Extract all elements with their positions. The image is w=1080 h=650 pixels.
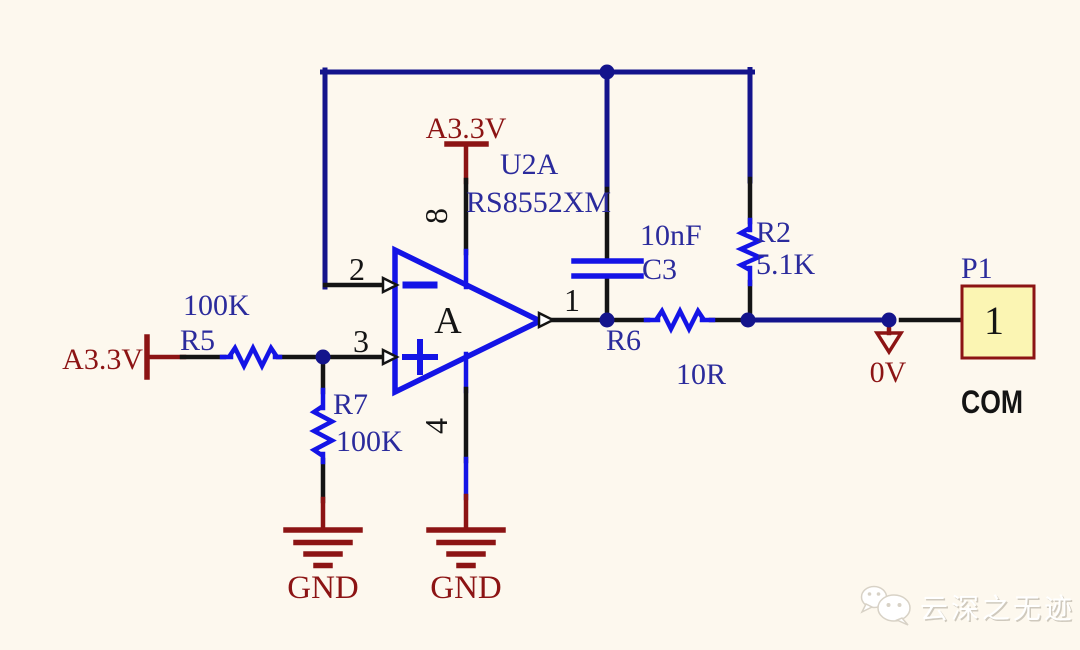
r6-ref: R6 [606,324,641,357]
resistor-r6 [643,305,716,335]
r6-value: 10R [676,358,726,391]
junction-dots [315,64,897,365]
capacitor-c3 [571,258,644,279]
opamp-part-number: RS8552XM [466,186,611,219]
feedback-net-wires [320,67,755,323]
p1-ref: P1 [961,252,993,285]
r5-ref: R5 [180,324,215,357]
opamp-u2a [381,245,556,397]
pin2-arrow-icon [381,275,400,295]
wechat-icon [860,585,911,626]
p1-pin-number: 1 [984,298,1004,343]
r5-value: 100K [183,289,250,322]
resistor-r2 [735,217,765,287]
r2-value: 5.1K [756,248,816,281]
pin-number-3: 3 [353,323,369,359]
net-label-a33v-left: A3.3V [62,343,143,376]
pin-number-2: 2 [349,251,365,287]
pin-number-1: 1 [564,282,580,318]
opamp-triangle [392,245,547,397]
net-label-gnd-right: GND [430,570,502,606]
gnd-symbol-right [426,527,506,569]
watermark-text-shadow: 云深之无迹 [922,594,1077,627]
p1-net-name: COM [961,384,1023,420]
pin1-arrow-icon [537,310,556,330]
pin3-arrow-icon [381,347,400,367]
connector-p1 [960,284,1036,360]
resistor-r7 [309,387,337,465]
pin-number-8: 8 [418,208,454,224]
resistor-r5 [219,342,283,372]
r7-ref: R7 [333,388,368,421]
net-label-a33v-top: A3.3V [426,112,507,145]
pin-number-4: 4 [418,418,454,434]
gnd-symbol-left [283,527,363,569]
c3-ref: C3 [642,253,677,286]
net-label-gnd-left: GND [287,570,359,606]
opamp-designator: U2A [500,148,559,181]
connector-p1-box [960,284,1036,360]
watermark: 云深之无迹 云深之无迹 [860,585,1077,627]
net-label-0v: 0V [870,356,907,389]
opamp-amp-letter: A [434,300,462,342]
r7-value: 100K [336,425,403,458]
watermark-text: 云深之无迹 [920,592,1075,625]
r2-ref: R2 [756,216,791,249]
c3-value: 10nF [640,219,702,252]
